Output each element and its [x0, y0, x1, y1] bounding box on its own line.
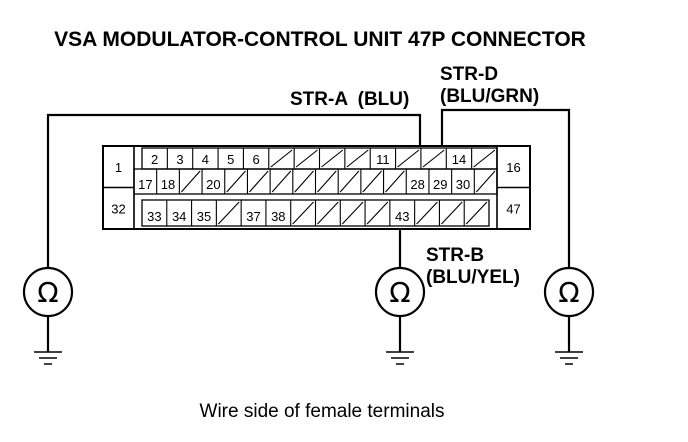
- str-b-name: STR-B: [426, 245, 484, 266]
- blank-terminal: [475, 170, 496, 193]
- diagram-title: VSA MODULATOR-CONTROL UNIT 47P CONNECTOR: [54, 28, 586, 51]
- blank-terminal: [321, 149, 344, 168]
- wire-str-d: [440, 108, 571, 268]
- pin-label: 11: [376, 152, 390, 167]
- pin-label: 35: [197, 209, 211, 224]
- label-str-a-text: STR-A (BLU): [290, 89, 409, 110]
- blank-terminal: [397, 149, 420, 168]
- pin-label: 47: [506, 201, 520, 216]
- blank-terminal: [441, 201, 463, 225]
- blank-terminal: [317, 201, 339, 225]
- blank-terminal: [226, 170, 246, 193]
- pin-label: 29: [433, 177, 447, 192]
- blank-terminal: [317, 170, 337, 193]
- blank-terminal: [416, 201, 438, 225]
- blank-terminal: [385, 170, 405, 193]
- str-a-name: STR-A: [290, 89, 348, 110]
- blank-terminal: [249, 170, 269, 193]
- blank-terminal: [292, 201, 314, 225]
- str-a-color: (BLU): [358, 89, 410, 110]
- str-b-color: (BLU/YEL): [426, 267, 520, 288]
- pin-label: 16: [506, 160, 520, 175]
- ohm-symbol: Ω: [37, 276, 58, 309]
- blank-terminal: [346, 149, 369, 168]
- blank-terminal: [294, 170, 314, 193]
- pin-label: 1: [115, 160, 122, 175]
- ohmmeter-middle: Ω: [374, 266, 426, 365]
- str-d-name: STR-D: [440, 64, 498, 85]
- pin-label: 6: [252, 152, 259, 167]
- pin-label: 4: [202, 152, 209, 167]
- pin-label: 20: [206, 177, 220, 192]
- blank-terminal: [180, 170, 201, 193]
- label-str-d: STR-D (BLU/GRN): [440, 64, 539, 107]
- pin-label: 37: [246, 209, 260, 224]
- caption: Wire side of female terminals: [200, 401, 445, 422]
- wire-str-a: [46, 113, 422, 268]
- wiring: [46, 108, 571, 268]
- label-str-a: STR-A (BLU): [290, 89, 409, 110]
- label-str-b: STR-B (BLU/YEL): [426, 245, 520, 288]
- ohm-symbol: Ω: [389, 276, 410, 309]
- blank-terminal: [422, 149, 445, 168]
- blank-terminal: [366, 201, 389, 225]
- pin-label: 17: [138, 177, 152, 192]
- pin-label: 5: [227, 152, 234, 167]
- ohm-symbol: Ω: [558, 276, 579, 309]
- connector-housing: [102, 145, 531, 230]
- pin-label: 33: [147, 209, 161, 224]
- blank-terminal: [341, 201, 364, 225]
- blank-terminal: [362, 170, 382, 193]
- blank-terminal: [217, 201, 240, 225]
- blank-terminal: [473, 149, 496, 168]
- blank-terminal: [271, 170, 292, 193]
- ground-icon: [386, 351, 414, 365]
- ground-icon: [34, 351, 62, 365]
- blank-terminal: [270, 149, 293, 168]
- pin-label: 34: [172, 209, 186, 224]
- ohmmeter-right: Ω: [543, 266, 595, 365]
- blank-terminal: [339, 170, 360, 193]
- str-d-color: (BLU/GRN): [440, 86, 539, 107]
- pin-label: 30: [456, 177, 470, 192]
- blank-terminal: [295, 149, 318, 168]
- pin-label: 2: [151, 152, 158, 167]
- pin-label: 32: [111, 201, 125, 216]
- pin-label: 38: [271, 209, 285, 224]
- ohmmeter-left: Ω: [22, 266, 74, 365]
- pin-label: 14: [452, 152, 466, 167]
- pin-label: 28: [410, 177, 424, 192]
- blank-terminal: [465, 201, 488, 225]
- pin-label: 43: [395, 209, 409, 224]
- pin-label: 18: [161, 177, 175, 192]
- pin-label: 3: [176, 152, 183, 167]
- ground-icon: [555, 351, 583, 365]
